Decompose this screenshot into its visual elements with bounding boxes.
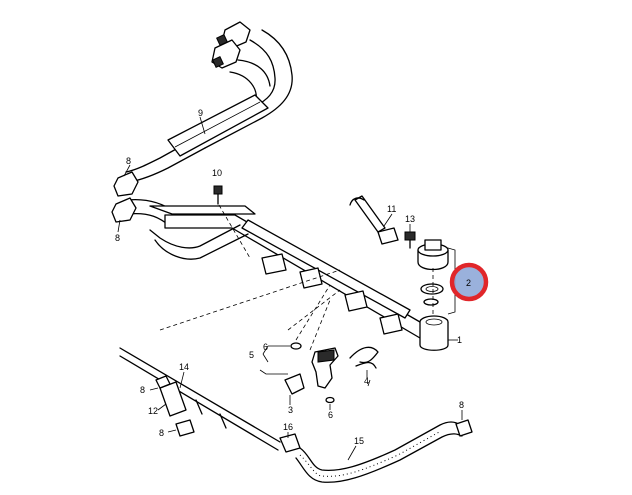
callout-6-upper: 6 bbox=[263, 342, 268, 352]
fuel-rail-1 bbox=[149, 205, 458, 351]
callout-14: 14 bbox=[179, 362, 189, 372]
callout-8-top: 8 bbox=[126, 156, 131, 166]
callout-4: 4 bbox=[364, 376, 369, 386]
hose-15 bbox=[295, 419, 473, 483]
highlight-marker[interactable] bbox=[449, 262, 489, 302]
clip-4 bbox=[349, 346, 379, 369]
callout-3: 3 bbox=[288, 405, 293, 415]
leader-lines bbox=[149, 213, 463, 461]
hose-assembly-9 bbox=[111, 21, 293, 233]
callout-9: 9 bbox=[198, 108, 203, 118]
callout-5: 5 bbox=[249, 350, 254, 360]
fuel-line-14 bbox=[119, 347, 301, 453]
callout-8-bottom: 8 bbox=[159, 428, 164, 438]
callout-1: 1 bbox=[457, 335, 462, 345]
callout-8-fuel-line: 8 bbox=[140, 385, 145, 395]
callout-2: 2 bbox=[466, 278, 471, 288]
bolt-10 bbox=[213, 185, 251, 259]
bolt-13 bbox=[404, 231, 416, 249]
callout-10: 10 bbox=[212, 168, 222, 178]
injector-5 bbox=[284, 284, 339, 404]
pressure-regulator-2 bbox=[417, 239, 456, 316]
callout-15: 15 bbox=[354, 436, 364, 446]
callout-11: 11 bbox=[387, 204, 396, 214]
vacuum-hose-11 bbox=[349, 195, 399, 245]
callout-12: 12 bbox=[148, 406, 158, 416]
callout-8-left: 8 bbox=[115, 233, 120, 243]
callout-8-right: 8 bbox=[459, 400, 464, 410]
callout-16: 16 bbox=[283, 422, 293, 432]
callout-6-lower: 6 bbox=[328, 410, 333, 420]
callout-13: 13 bbox=[405, 214, 415, 224]
